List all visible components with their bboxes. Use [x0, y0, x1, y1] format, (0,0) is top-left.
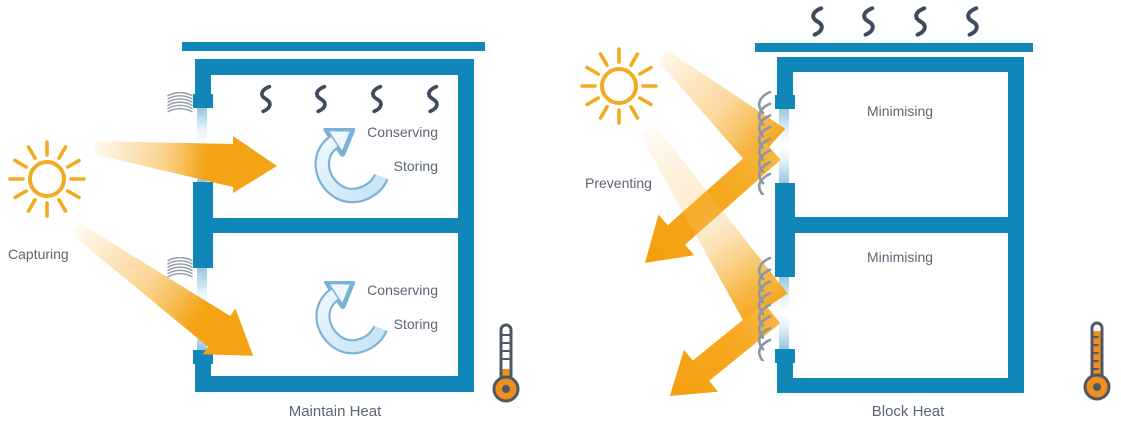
- conserving-label-upper: Conserving: [367, 124, 438, 140]
- storing-label-lower: Storing: [393, 316, 438, 332]
- minimising-label-lower: Minimising: [866, 249, 934, 265]
- window-louvers-icon: [751, 257, 781, 361]
- right-window1-glass: [779, 109, 789, 183]
- right-incoming-beam-lower: [640, 126, 788, 323]
- capturing-label: Capturing: [8, 246, 69, 262]
- heat-wave-icon: [257, 84, 273, 114]
- right-wall-left-upper: [777, 57, 793, 95]
- right-wall-left-lower: [777, 363, 793, 393]
- left-wall-left-upper: [195, 59, 211, 94]
- left-wall-top: [195, 59, 474, 75]
- preventing-label: Preventing: [585, 175, 652, 191]
- heat-wave-icon: [911, 5, 928, 38]
- heat-wave-icon: [312, 84, 328, 114]
- right-diagram-title: Block Heat: [871, 403, 945, 420]
- left-window1-lintel: [193, 94, 213, 108]
- minimising-label-upper: Minimising: [866, 103, 934, 119]
- thermometer-low-icon: [489, 322, 523, 404]
- left-wall-bottom: [195, 376, 474, 392]
- right-wall-top: [777, 57, 1024, 72]
- right-reflected-arrow-lower: [669, 302, 781, 396]
- conserving-label-lower: Conserving: [367, 282, 438, 298]
- right-window2-sill: [775, 349, 795, 363]
- left-sunbeam-lower-arrow: [71, 223, 254, 356]
- right-floor-divider: [777, 217, 1024, 233]
- heat-wave-icon: [859, 5, 876, 38]
- window-louvers-icon: [751, 91, 781, 195]
- right-window2-glass: [779, 277, 789, 349]
- sun-icon: [7, 139, 87, 219]
- heat-wave-icon: [368, 84, 384, 114]
- right-wall-bottom: [777, 378, 1024, 393]
- thermometer-high-icon: [1080, 320, 1114, 402]
- heat-wave-icon: [424, 84, 440, 114]
- left-diagram-title: Maintain Heat: [288, 403, 382, 420]
- left-sunbeam-upper-arrow: [94, 136, 277, 193]
- right-window1-lintel: [775, 95, 795, 109]
- heat-wave-icon: [963, 5, 980, 38]
- window-coil-icon: [166, 257, 194, 279]
- right-incoming-beam-upper: [657, 49, 786, 168]
- right-roof-bar: [755, 43, 1033, 52]
- heat-wave-icon: [808, 5, 825, 38]
- storing-label-upper: Storing: [393, 158, 438, 174]
- sun-icon: [579, 46, 659, 126]
- left-wall-left-lower: [195, 364, 211, 392]
- left-floor-divider: [195, 218, 474, 233]
- window-coil-icon: [166, 92, 194, 114]
- left-roof-bar: [182, 42, 485, 51]
